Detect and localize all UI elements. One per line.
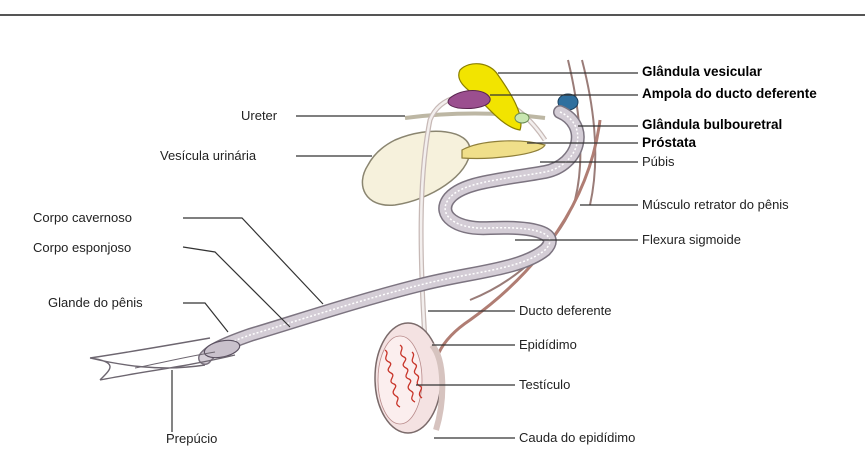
label-cauda-epididimo: Cauda do epidídimo (519, 430, 635, 446)
label-epididimo: Epidídimo (519, 337, 577, 353)
label-ampola-ducto-deferente: Ampola do ducto deferente (642, 86, 817, 102)
label-ureter: Ureter (241, 108, 277, 124)
glans-penis (203, 337, 242, 360)
label-vesicula-urinaria: Vesícula urinária (160, 148, 256, 164)
testis-inner (378, 336, 422, 424)
label-glandula-bulbouretral: Glândula bulbouretral (642, 117, 782, 133)
ampulla (448, 91, 490, 109)
label-corpo-cavernoso: Corpo cavernoso (33, 210, 132, 226)
label-prostata: Próstata (642, 135, 696, 151)
label-glande-penis: Glande do pênis (48, 295, 143, 311)
label-pubis: Púbis (642, 154, 675, 170)
prostate (515, 113, 529, 123)
label-glandula-vesicular: Glândula vesicular (642, 64, 762, 80)
label-flexura-sigmoide: Flexura sigmoide (642, 232, 741, 248)
label-musculo-retrator: Músculo retrator do pênis (642, 197, 789, 213)
label-corpo-esponjoso: Corpo esponjoso (33, 240, 131, 256)
label-testiculo: Testículo (519, 377, 570, 393)
label-prepucio: Prepúcio (166, 431, 217, 447)
label-ducto-deferente: Ducto deferente (519, 303, 612, 319)
